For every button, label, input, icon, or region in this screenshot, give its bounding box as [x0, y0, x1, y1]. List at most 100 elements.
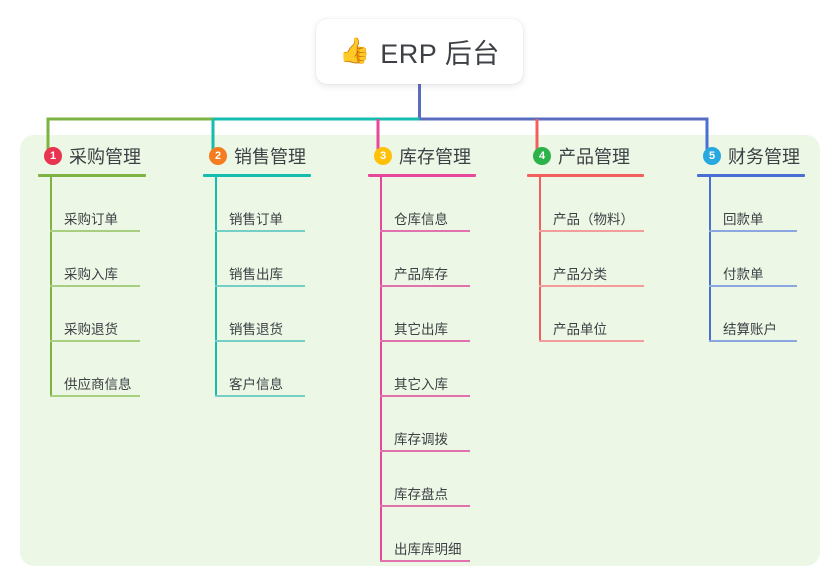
- diagram-background-panel: [20, 135, 820, 566]
- root-node[interactable]: 👍 ERP 后台: [316, 19, 523, 84]
- branch-item[interactable]: 出库库明细: [380, 507, 478, 562]
- branch-badge-5: 5: [703, 147, 721, 165]
- branch-underline-2: [203, 174, 311, 177]
- branch-item[interactable]: 产品库存: [380, 232, 478, 287]
- branch-column-4: 4 产品管理产品（物料） 产品分类产品单位: [527, 143, 644, 342]
- branch-item-label: 采购退货: [64, 322, 118, 337]
- branch-item-label: 库存盘点: [394, 487, 448, 502]
- branch-items-5: 回款单付款单结算账户: [709, 177, 805, 342]
- branch-item-label: 销售出库: [229, 267, 283, 282]
- branch-item-underline: [380, 505, 470, 507]
- branch-item[interactable]: 销售订单: [215, 177, 311, 232]
- branch-title-5: 财务管理: [728, 147, 800, 167]
- branch-underline-1: [38, 174, 146, 177]
- branch-column-5: 5 财务管理回款单付款单结算账户: [697, 143, 805, 342]
- branch-item[interactable]: 产品单位: [539, 287, 644, 342]
- branch-item-label: 结算账户: [723, 322, 777, 337]
- branch-badge-3: 3: [374, 147, 392, 165]
- branch-item[interactable]: 结算账户: [709, 287, 805, 342]
- branch-item[interactable]: 产品分类: [539, 232, 644, 287]
- branch-item-label: 其它入库: [394, 377, 448, 392]
- branch-spine-5: [709, 177, 711, 342]
- branch-item-underline: [709, 285, 797, 287]
- branch-item-underline: [380, 230, 470, 232]
- branch-item[interactable]: 客户信息: [215, 342, 311, 397]
- branch-column-1: 1 采购管理采购订单采购入库采购退货供应商信息: [38, 143, 146, 397]
- branch-badge-4: 4: [533, 147, 551, 165]
- branch-item-underline: [380, 450, 470, 452]
- branch-item-label: 客户信息: [229, 377, 283, 392]
- root-node-title: ERP 后台: [380, 39, 500, 69]
- branch-item-underline: [50, 285, 140, 287]
- branch-item[interactable]: 库存调拨: [380, 397, 478, 452]
- branch-item[interactable]: 库存盘点: [380, 452, 478, 507]
- branch-column-3: 3 库存管理仓库信息产品库存其它出库其它入库库存调拨库存盘点出库库明细: [368, 143, 478, 562]
- branch-item-label: 回款单: [723, 212, 764, 227]
- branch-underline-5: [697, 174, 805, 177]
- branch-item-underline: [50, 340, 140, 342]
- branch-item-label: 付款单: [723, 267, 764, 282]
- branch-item[interactable]: 供应商信息: [50, 342, 146, 397]
- branch-item-label: 出库库明细: [394, 542, 462, 557]
- branch-item-underline: [215, 340, 305, 342]
- branch-item-label: 产品（物料）: [553, 212, 634, 227]
- branch-column-2: 2 销售管理销售订单销售出库销售退货客户信息: [203, 143, 311, 397]
- branch-spine-1: [50, 177, 52, 397]
- branch-item-underline: [50, 395, 140, 397]
- branch-item[interactable]: 回款单: [709, 177, 805, 232]
- branch-item-label: 仓库信息: [394, 212, 448, 227]
- branch-items-1: 采购订单采购入库采购退货供应商信息: [50, 177, 146, 397]
- branch-items-2: 销售订单销售出库销售退货客户信息: [215, 177, 311, 397]
- branch-item-label: 库存调拨: [394, 432, 448, 447]
- branch-item-underline: [709, 230, 797, 232]
- branch-item-underline: [539, 230, 644, 232]
- branch-item[interactable]: 其它入库: [380, 342, 478, 397]
- branch-item[interactable]: 仓库信息: [380, 177, 478, 232]
- branch-item-underline: [50, 230, 140, 232]
- branch-item-underline: [380, 560, 470, 562]
- branch-item[interactable]: 销售出库: [215, 232, 311, 287]
- branch-item-underline: [215, 395, 305, 397]
- branch-items-4: 产品（物料） 产品分类产品单位: [539, 177, 644, 342]
- branch-item-underline: [539, 340, 644, 342]
- branch-title-2: 销售管理: [234, 147, 306, 167]
- branch-spine-2: [215, 177, 217, 397]
- branch-item-label: 销售退货: [229, 322, 283, 337]
- branch-item-label: 销售订单: [229, 212, 283, 227]
- branch-item-underline: [380, 395, 470, 397]
- branch-item-label: 产品单位: [553, 322, 607, 337]
- branch-header-3[interactable]: 3 库存管理: [368, 143, 478, 169]
- branch-title-3: 库存管理: [399, 147, 471, 167]
- thumbs-up-icon: 👍: [339, 37, 371, 65]
- branch-header-4[interactable]: 4 产品管理: [527, 143, 644, 169]
- branch-item-label: 采购入库: [64, 267, 118, 282]
- branch-item-underline: [380, 340, 470, 342]
- branch-header-1[interactable]: 1 采购管理: [38, 143, 146, 169]
- branch-header-5[interactable]: 5 财务管理: [697, 143, 805, 169]
- branch-item-underline: [215, 285, 305, 287]
- branch-item[interactable]: 产品（物料）: [539, 177, 644, 232]
- branch-item[interactable]: 采购入库: [50, 232, 146, 287]
- branch-item-underline: [215, 230, 305, 232]
- branch-items-3: 仓库信息产品库存其它出库其它入库库存调拨库存盘点出库库明细: [380, 177, 478, 562]
- branch-header-2[interactable]: 2 销售管理: [203, 143, 311, 169]
- branch-title-4: 产品管理: [558, 147, 630, 167]
- branch-item-label: 产品库存: [394, 267, 448, 282]
- branch-item[interactable]: 采购退货: [50, 287, 146, 342]
- branch-item[interactable]: 其它出库: [380, 287, 478, 342]
- branch-spine-3: [380, 177, 382, 562]
- branch-item[interactable]: 采购订单: [50, 177, 146, 232]
- branch-underline-3: [368, 174, 476, 177]
- branch-item-label: 产品分类: [553, 267, 607, 282]
- branch-item-underline: [380, 285, 470, 287]
- branch-item-underline: [709, 340, 797, 342]
- branch-item[interactable]: 销售退货: [215, 287, 311, 342]
- branch-badge-1: 1: [44, 147, 62, 165]
- branch-item-label: 供应商信息: [64, 377, 132, 392]
- branch-badge-2: 2: [209, 147, 227, 165]
- branch-item[interactable]: 付款单: [709, 232, 805, 287]
- branch-underline-4: [527, 174, 644, 177]
- branch-title-1: 采购管理: [69, 147, 141, 167]
- branch-item-underline: [539, 285, 644, 287]
